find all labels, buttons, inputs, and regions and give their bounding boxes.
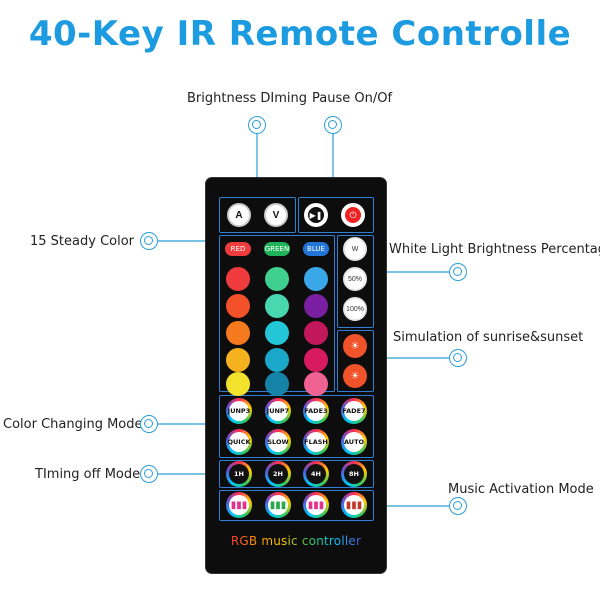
white-50-button[interactable]: 50% <box>343 267 367 291</box>
color-swatch-button[interactable] <box>226 372 250 396</box>
music-bars-icon: ▮▮▮ <box>345 499 363 511</box>
sunrise-button[interactable]: ☀ <box>343 334 367 358</box>
color-swatch-button[interactable] <box>226 321 250 345</box>
mode-group <box>219 395 374 458</box>
label-color-changing: Color Changing Mode <box>3 417 143 432</box>
music-bars-icon: ▮▮▮ <box>230 499 248 511</box>
power-group <box>298 197 374 233</box>
red-button[interactable]: RED <box>225 242 251 256</box>
timer-2h-button[interactable]: 2H <box>265 461 291 487</box>
label-pause: Pause On/Of <box>312 91 393 106</box>
auto-label: AUTO <box>343 438 365 446</box>
label-white-light: White Light Brightness Percentage <box>389 242 600 257</box>
white-100-label: 100% <box>346 305 364 313</box>
white-100-button[interactable]: 100% <box>343 297 367 321</box>
music-1-button[interactable]: ▮▮▮ <box>226 492 252 518</box>
quick-button[interactable]: QUICK <box>226 429 252 455</box>
target-icon <box>140 232 158 250</box>
label-music: Music Activation Mode <box>448 482 594 497</box>
brightness-up-label: A <box>235 209 243 221</box>
color-swatch-button[interactable] <box>265 372 289 396</box>
power-button[interactable]: ⏻ <box>341 203 365 227</box>
fade3-button[interactable]: FADE3 <box>303 398 329 424</box>
white-50-label: 50% <box>347 275 362 283</box>
timer-1h-button[interactable]: 1H <box>226 461 252 487</box>
target-icon <box>449 497 467 515</box>
label-sunrise: Simulation of sunrise&sunset <box>393 330 584 345</box>
color-swatch-button[interactable] <box>265 267 289 291</box>
slow-button[interactable]: SLOW <box>265 429 291 455</box>
power-icon: ⏻ <box>345 207 361 223</box>
timer-group <box>219 460 374 488</box>
music-3-button[interactable]: ▮▮▮ <box>303 492 329 518</box>
color-swatch-button[interactable] <box>265 294 289 318</box>
brand-text: RGB music controller <box>206 534 386 548</box>
color-swatch-button[interactable] <box>304 372 328 396</box>
fade7-label: FADE7 <box>342 407 366 415</box>
green-label: GREEN <box>264 245 290 253</box>
target-icon <box>449 263 467 281</box>
music-bars-icon: ▮▮▮ <box>269 499 287 511</box>
jump3-label: JUNP3 <box>227 407 251 415</box>
color-swatch-button[interactable] <box>304 321 328 345</box>
color-swatch-button[interactable] <box>265 321 289 345</box>
ir-remote: A V ▶❚ ⏻ RED GREEN BLUE W 50% 100% ☀ ☀ J… <box>206 178 386 573</box>
sunset-icon: ☀ <box>350 370 360 382</box>
label-brightness: Brightness DIming <box>187 91 307 106</box>
sunrise-group <box>337 330 374 392</box>
music-bars-icon: ▮▮▮ <box>307 499 325 511</box>
white-group <box>337 235 374 328</box>
label-steady-color: 15 Steady Color <box>30 234 135 249</box>
white-button[interactable]: W <box>343 237 367 261</box>
jump7-label: JUNP7 <box>266 407 290 415</box>
color-swatch-button[interactable] <box>226 294 250 318</box>
fade7-button[interactable]: FADE7 <box>341 398 367 424</box>
sunrise-icon: ☀ <box>350 340 360 352</box>
red-label: RED <box>230 245 246 253</box>
flash-label: FLASH <box>304 438 328 446</box>
target-icon <box>324 116 342 134</box>
color-swatch-button[interactable] <box>226 267 250 291</box>
fade3-label: FADE3 <box>304 407 328 415</box>
slow-label: SLOW <box>267 438 289 446</box>
auto-button[interactable]: AUTO <box>341 429 367 455</box>
brightness-down-button[interactable]: V <box>264 203 288 227</box>
music-2-button[interactable]: ▮▮▮ <box>265 492 291 518</box>
color-swatch-button[interactable] <box>265 348 289 372</box>
music-4-button[interactable]: ▮▮▮ <box>341 492 367 518</box>
brightness-up-button[interactable]: A <box>227 203 251 227</box>
timer-4h-label: 4H <box>311 470 321 478</box>
timer-1h-label: 1H <box>234 470 244 478</box>
sunset-button[interactable]: ☀ <box>343 364 367 388</box>
color-swatch-button[interactable] <box>304 348 328 372</box>
brightness-group <box>219 197 296 233</box>
brightness-down-label: V <box>272 209 280 221</box>
color-swatch-button[interactable] <box>304 267 328 291</box>
music-group <box>219 490 374 521</box>
jump3-button[interactable]: JUNP3 <box>226 398 252 424</box>
color-swatch-button[interactable] <box>304 294 328 318</box>
timer-8h-button[interactable]: 8H <box>341 461 367 487</box>
brand-label: RGB music controller <box>230 534 362 548</box>
jump7-button[interactable]: JUNP7 <box>265 398 291 424</box>
color-swatch-button[interactable] <box>226 348 250 372</box>
timer-2h-label: 2H <box>273 470 283 478</box>
white-label: W <box>351 245 359 253</box>
page-title: 40-Key IR Remote Controlle <box>28 14 572 54</box>
green-button[interactable]: GREEN <box>264 242 290 256</box>
play-pause-icon: ▶❚ <box>308 207 324 223</box>
quick-label: QUICK <box>227 438 251 446</box>
blue-button[interactable]: BLUE <box>303 242 329 256</box>
target-icon <box>140 465 158 483</box>
blue-label: BLUE <box>307 245 325 253</box>
target-icon <box>248 116 266 134</box>
label-timing-off: TIming off Mode <box>35 467 141 482</box>
target-icon <box>449 349 467 367</box>
timer-4h-button[interactable]: 4H <box>303 461 329 487</box>
timer-8h-label: 8H <box>349 470 359 478</box>
flash-button[interactable]: FLASH <box>303 429 329 455</box>
target-icon <box>140 415 158 433</box>
pause-button[interactable]: ▶❚ <box>304 203 328 227</box>
